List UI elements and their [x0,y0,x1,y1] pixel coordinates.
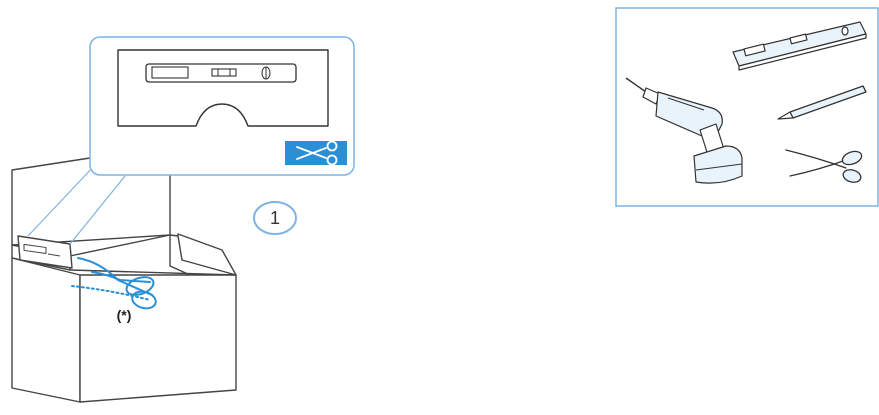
cardboard-box [11,157,237,403]
step-number: 1 [269,207,280,228]
scissors-icon [71,257,157,310]
zoom-callout [89,36,355,176]
spirit-level-icon [732,21,867,71]
pencil-icon [777,85,867,120]
scissors-icon [296,140,338,166]
box-leaflet [17,235,73,269]
drill-icon [625,77,743,184]
zoom-connector [27,164,126,245]
box-back-flap [11,157,171,246]
box-left-face [11,257,81,403]
scissors-icon [785,149,863,183]
box-front-face [79,274,237,403]
cut-badge [285,140,347,166]
step-circle [253,201,297,235]
tools-panel [615,7,879,207]
footnote-marker: (*) [116,307,132,323]
